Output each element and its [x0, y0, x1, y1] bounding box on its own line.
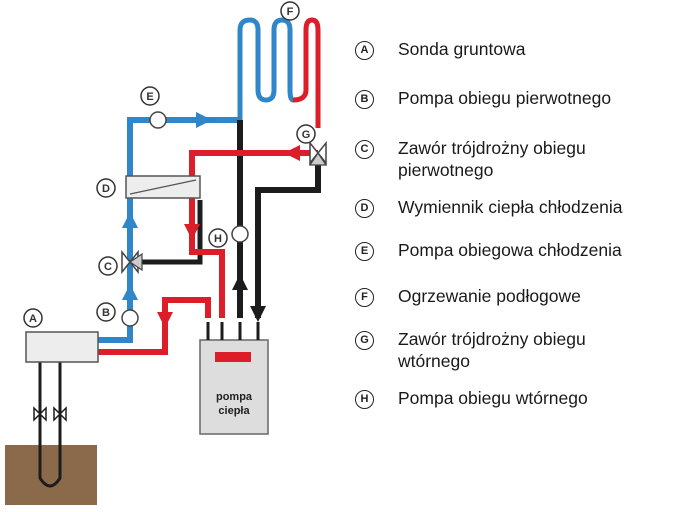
ground-probe-manifold [25, 331, 99, 363]
legend-text-b: Pompa obiegu pierwotnego [398, 88, 612, 108]
marker-e: E [140, 86, 160, 106]
blue-flow-arrow-2 [122, 284, 138, 300]
ground-soil [5, 445, 97, 505]
heat-pump-unit: pompa ciepła [199, 322, 269, 435]
legend-text-g: Zawór trójdrożny obiegu wtórnego [398, 329, 586, 371]
legend-text-c: Zawór trójdrożny obiegu pierwotnego [398, 138, 586, 180]
legend-item-g: G Zawór trójdrożny obiegu wtórnego [355, 328, 653, 372]
red-flow-arrow-down-1 [184, 224, 200, 240]
legend-badge-e: E [355, 242, 374, 261]
secondary-pump-h [231, 225, 249, 243]
legend-item-c: C Zawór trójdrożny obiegu pierwotnego [355, 137, 653, 181]
black-flow-arrow-down [250, 306, 266, 322]
svg-text:C: C [104, 261, 112, 273]
legend-badge-c: C [355, 140, 374, 159]
marker-b: B [96, 302, 116, 322]
marker-h: H [208, 228, 228, 248]
floor-heating-coil-blue [237, 17, 294, 120]
primary-pump-b [121, 309, 139, 327]
black-circuit-return [255, 165, 321, 318]
legend-badge-b: B [355, 90, 374, 109]
marker-d: D [96, 178, 116, 198]
svg-text:H: H [214, 233, 222, 245]
legend-badge-g: G [355, 331, 374, 350]
ground-probe-loop [38, 345, 62, 488]
marker-c: C [98, 256, 118, 276]
heat-pump-label-line2: ciepła [218, 405, 250, 417]
blue-flow-arrow-top [196, 112, 212, 128]
primary-three-way-valve [121, 249, 143, 275]
probe-valve-right [53, 406, 67, 422]
legend-text-d: Wymiennik ciepła chłodzenia [398, 197, 623, 217]
svg-text:E: E [146, 91, 153, 103]
black-flow-arrow-up [232, 274, 248, 290]
legend-item-e: E Pompa obiegowa chłodzenia [355, 239, 688, 261]
legend-text-h: Pompa obiegu wtórnego [398, 388, 588, 408]
probe-valve-left [33, 406, 47, 422]
marker-g: G [296, 124, 316, 144]
legend-item-f: F Ogrzewanie podłogowe [355, 285, 688, 307]
svg-text:G: G [302, 129, 311, 141]
legend-text-e: Pompa obiegowa chłodzenia [398, 240, 622, 260]
red-flow-arrow-down-2 [157, 312, 173, 328]
cooling-pump-e [149, 111, 167, 129]
legend-text-f: Ogrzewanie podłogowe [398, 286, 581, 306]
svg-text:F: F [287, 6, 294, 18]
legend-badge-a: A [355, 41, 374, 60]
legend-badge-f: F [355, 288, 374, 307]
secondary-three-way-valve [308, 140, 328, 166]
blue-circuit-left [98, 117, 240, 343]
black-valve-c-link [140, 200, 203, 265]
svg-text:A: A [29, 313, 37, 325]
legend-badge-d: D [355, 199, 374, 218]
marker-f: F [280, 1, 300, 21]
red-circuit-top [189, 150, 318, 318]
blue-flow-arrow-1 [122, 212, 138, 228]
legend-text-a: Sonda gruntowa [398, 39, 526, 59]
red-flow-arrow-right [284, 145, 300, 161]
legend-item-d: D Wymiennik ciepła chłodzenia [355, 196, 688, 218]
legend-item-h: H Pompa obiegu wtórnego [355, 387, 688, 409]
heat-pump-display [215, 352, 251, 362]
legend-badge-h: H [355, 390, 374, 409]
floor-heating-coil-red [292, 17, 321, 128]
svg-text:D: D [102, 183, 110, 195]
legend-item-a: A Sonda gruntowa [355, 38, 688, 60]
legend-item-b: B Pompa obiegu pierwotnego [355, 87, 688, 109]
svg-text:B: B [102, 307, 110, 319]
heat-pump-label-line1: pompa [216, 391, 253, 403]
marker-a: A [23, 308, 43, 328]
red-circuit-bottom [98, 297, 211, 355]
exchanger-diagonal [129, 179, 197, 195]
